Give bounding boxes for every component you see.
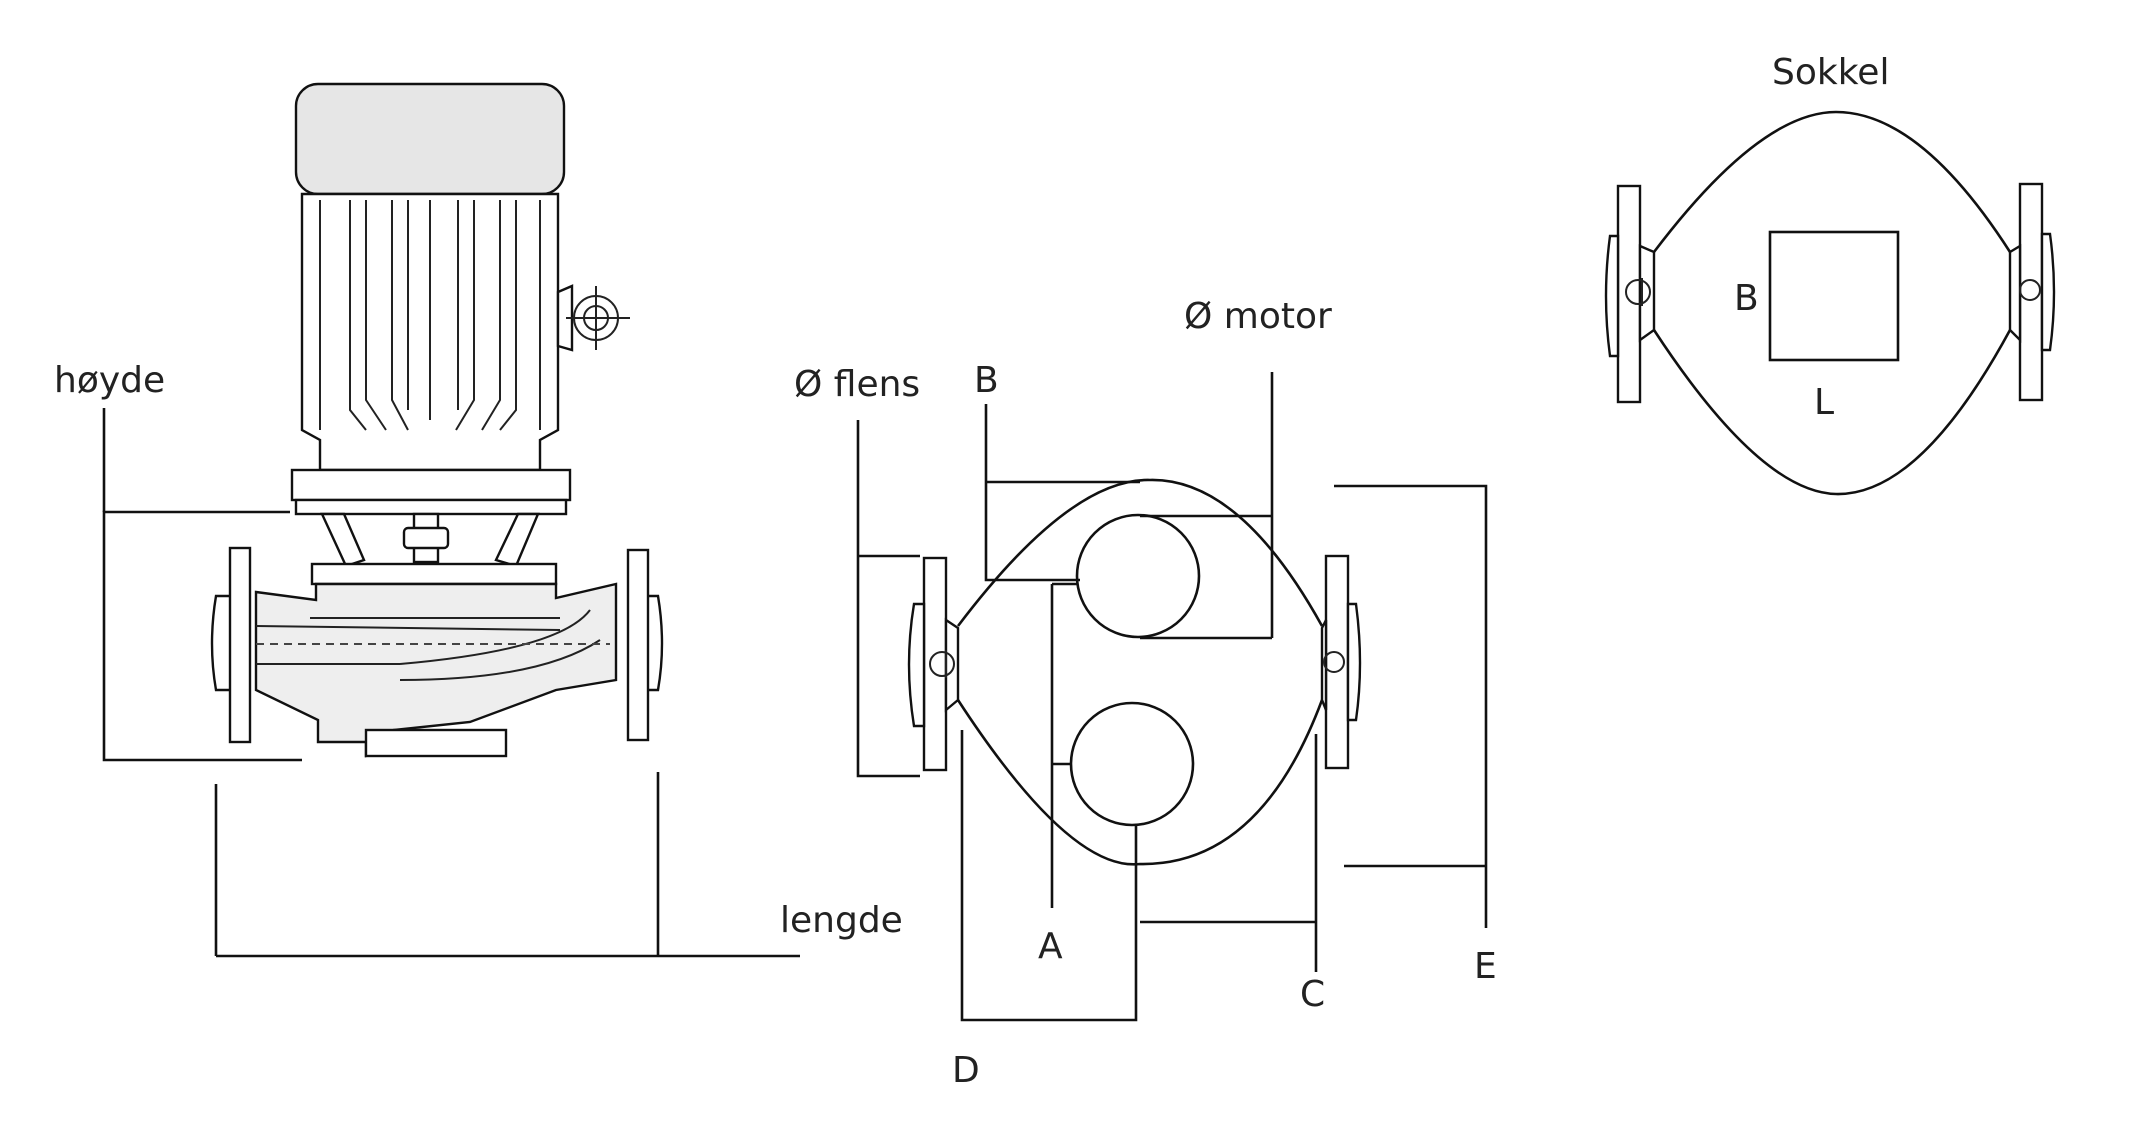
A-label: A	[1038, 926, 1063, 967]
right-flange-hub	[644, 594, 664, 692]
plinth-left-flange-hub	[1604, 234, 1620, 358]
right-flange-disc	[626, 548, 650, 742]
D-dimension	[960, 730, 1138, 1022]
motor-cap	[294, 82, 566, 196]
B-label: B	[974, 360, 999, 401]
plinth-view	[1604, 110, 2056, 496]
plinth-left-flange-disc	[1616, 184, 1642, 404]
motor-diameter-label: Ø motor	[1184, 296, 1332, 337]
plinth-title: Sokkel	[1772, 52, 1889, 93]
A-dimension	[1050, 582, 1078, 908]
length-dimension	[214, 772, 800, 958]
shaft-coupling	[402, 526, 450, 550]
motor-fins	[319, 200, 541, 431]
plinth-body-lower	[1652, 329, 2012, 496]
pump-top-view	[907, 478, 1362, 866]
plinth-left-flange-bolt	[1625, 279, 1651, 305]
D-label: D	[952, 1050, 980, 1091]
terminal-box	[556, 284, 574, 352]
left-flange-hub	[210, 594, 234, 692]
top-right-flange-hub	[1346, 602, 1362, 722]
plinth-square	[1768, 230, 1900, 362]
pump-base-foot	[364, 728, 508, 758]
lantern-leg-right	[494, 512, 540, 568]
pump-side-view	[210, 82, 664, 758]
E-label: E	[1474, 946, 1497, 987]
plinth-right-flange-bolt	[2019, 279, 2041, 301]
plinth-right-flange-hub	[2040, 232, 2056, 352]
plinth-body-upper	[1652, 110, 2012, 253]
B-dimension	[984, 404, 1140, 582]
pump-cover-top	[310, 562, 558, 586]
motor-diameter-dimension	[1140, 372, 1274, 640]
lantern-leg-left	[320, 512, 366, 568]
top-right-flange-bolt	[1323, 651, 1345, 673]
left-flange-disc	[228, 546, 252, 744]
plinth-left-flange-neck	[1638, 244, 1656, 343]
height-dimension	[102, 408, 302, 762]
motor-circle-upper	[1075, 513, 1201, 639]
plinth-right-flange-neck	[2008, 243, 2022, 343]
top-view-body-upper	[956, 478, 1324, 627]
pump-circle-lower	[1069, 701, 1195, 827]
motor-flange-upper	[290, 468, 572, 502]
length-label: lengde	[780, 900, 903, 941]
plinth-L-label: L	[1814, 382, 1834, 423]
top-left-flange-disc	[922, 556, 948, 772]
E-dimension	[1334, 484, 1488, 928]
C-label: C	[1300, 974, 1325, 1015]
height-label: høyde	[54, 360, 165, 401]
top-left-flange-neck	[944, 617, 960, 713]
flange-diameter-dimension	[856, 420, 920, 778]
motor-flange-lower	[294, 498, 568, 516]
top-left-flange-bolt	[929, 651, 955, 677]
C-dimension	[1140, 734, 1318, 972]
plinth-B-label: B	[1734, 278, 1759, 319]
plinth-right-flange-disc	[2018, 182, 2044, 402]
top-view-body-lower	[956, 699, 1324, 866]
flange-diameter-label: Ø flens	[794, 364, 920, 405]
top-left-flange-hub	[907, 602, 926, 728]
